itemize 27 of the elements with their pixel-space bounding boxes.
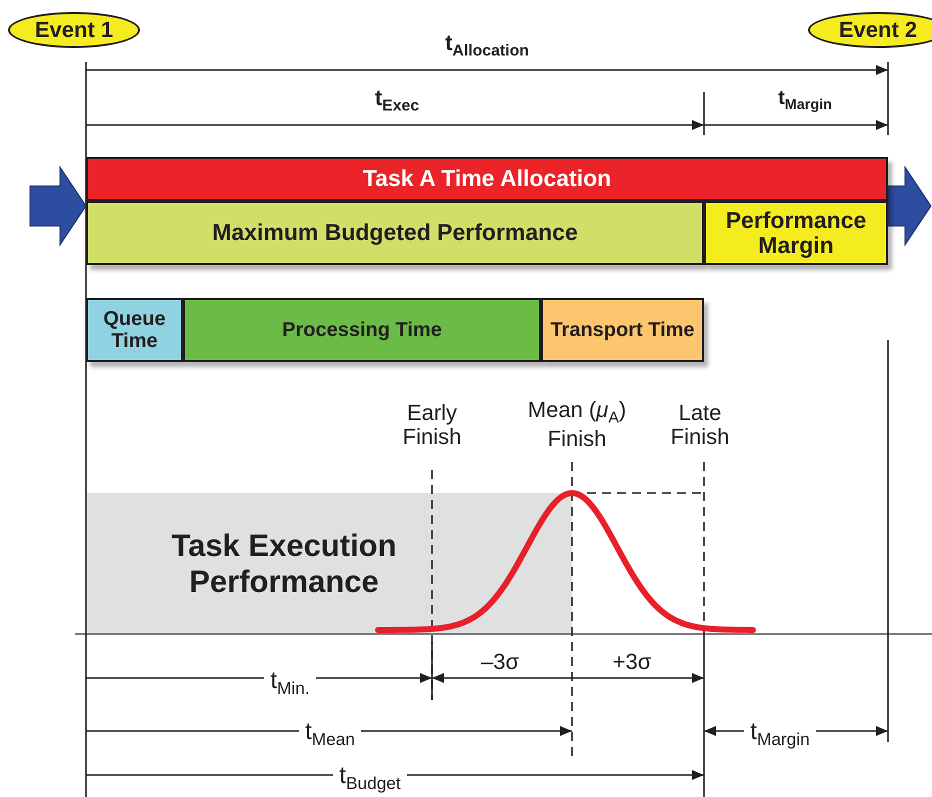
sigma-label: –3σ — [480, 650, 520, 674]
queue-segment — [86, 298, 183, 362]
dimension-label: t$_{Allocation}$ — [445, 30, 529, 60]
margin-bar — [704, 201, 888, 265]
node-label: Maximum Budgeted Performance — [211, 220, 579, 246]
flow-arrow — [30, 165, 87, 247]
node-label: Event 2 — [838, 18, 918, 42]
transport-segment — [541, 298, 704, 362]
performance-area — [87, 493, 572, 634]
dimension-label: t$_{Exec}$ — [374, 86, 420, 114]
node-label: Event 1 — [34, 18, 114, 42]
sigma-label: +3σ — [612, 650, 652, 674]
node-label: Processing Time — [281, 319, 443, 341]
finish-label: Late Finish — [670, 400, 730, 450]
processing-segment — [183, 298, 541, 362]
budget-bar — [86, 201, 704, 265]
node-label: Transport Time — [549, 319, 696, 341]
node-label: Queue Time — [102, 308, 167, 352]
finish-label: Mean (μ$_{A}$) Finish — [526, 398, 628, 452]
node-label: Task Execution Performance — [170, 528, 398, 600]
allocation-bar — [86, 157, 888, 201]
event-ellipse — [808, 12, 932, 48]
node-label: Task A Time Allocation — [362, 166, 612, 192]
node-label: Performance Margin — [724, 208, 868, 258]
flow-arrow — [888, 165, 932, 247]
finish-label: Early Finish — [402, 400, 462, 450]
dimension-label: t$_{Margin}$ — [778, 86, 832, 114]
